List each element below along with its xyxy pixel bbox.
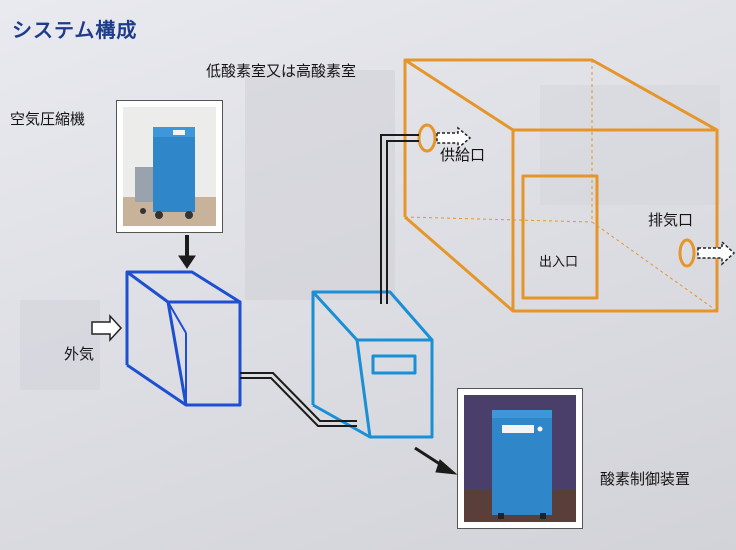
controller-image [464,395,576,522]
outside-air-label: 外気 [64,345,95,363]
control-unit-panel [371,354,417,375]
chamber-bottom-edge [404,215,514,313]
compressor-label: 空気圧縮機 [10,110,86,128]
compressor-unit [125,270,242,407]
chamber-front-face [511,128,719,313]
chamber-label: 低酸素室又は高酸素室 [206,62,357,80]
control-unit [311,290,434,439]
supply-port-icon [417,123,437,153]
chamber-box [403,58,719,313]
outside-air-arrow-icon [91,314,123,342]
page-title: システム構成 [12,18,138,42]
chamber-hidden-edge [591,221,718,312]
entrance-label: 出入口 [539,255,579,270]
compressor-bottom-edge [126,363,187,407]
compressor-inner-edge [167,301,187,334]
entrance-door [521,174,599,300]
background-shape [245,70,395,300]
down-arrow-icon [178,235,196,269]
chamber-top-face [403,58,719,132]
exhaust-port-icon [678,238,696,268]
compressor-front-face [166,300,242,407]
compressor-top-face [125,270,242,304]
exhaust-flow-arrow-icon [697,240,736,266]
pipe-control-to-chamber [380,134,419,304]
pipe-compressor-to-control [240,372,357,427]
supply-port-label: 供給口 [440,146,486,164]
compressor-image [123,107,216,226]
controller-photo [457,388,583,529]
controller-arrow-icon [414,446,458,475]
exhaust-port-label: 排気口 [648,211,694,229]
controller-label: 酸素制御装置 [600,470,691,488]
background-shape [20,300,100,390]
compressor-photo [116,100,223,233]
supply-flow-arrow-icon [436,126,472,150]
control-unit-front-face [355,338,434,439]
background-shape [540,85,720,205]
chamber-hidden-edge [404,216,593,223]
control-unit-top-face [311,290,434,342]
